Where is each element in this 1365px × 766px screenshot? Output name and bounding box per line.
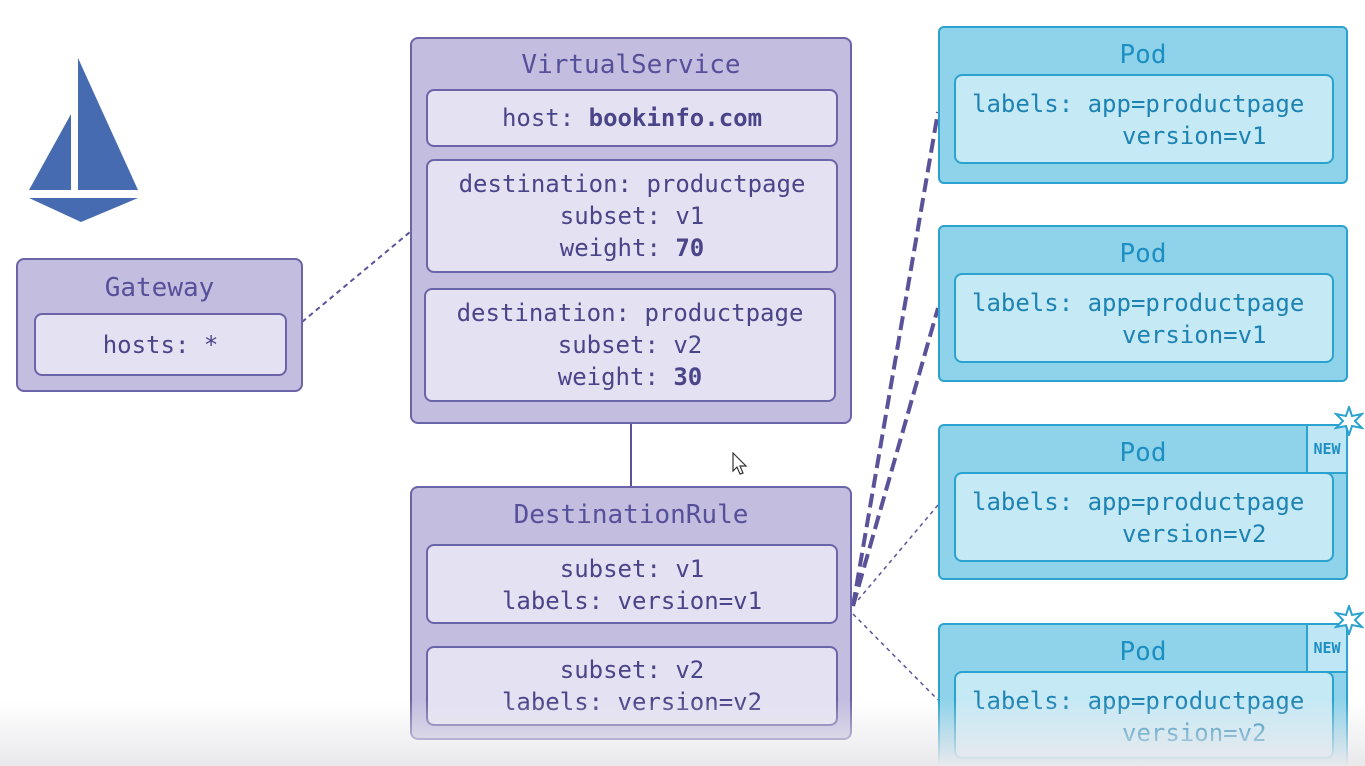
virtualservice-host-text: host: bookinfo.com: [501, 104, 763, 132]
pod-2: Pod labels: app=productpage version=v1: [938, 225, 1348, 382]
route-subset: subset: v2: [557, 331, 703, 359]
istio-logo-icon: [29, 58, 138, 222]
starburst-icon: [1334, 605, 1364, 635]
pod-title: Pod: [1119, 239, 1167, 269]
pod-app-label: labels: app=productpage: [972, 687, 1305, 715]
subset-labels: labels: version=v2: [501, 688, 763, 716]
gateway-to-virtualservice-line: [301, 231, 411, 323]
virtualservice-host-field: host: bookinfo.com: [426, 89, 838, 147]
new-badge: NEW: [1306, 424, 1348, 474]
route-subset: subset: v1: [559, 202, 705, 230]
virtualservice-title: VirtualService: [521, 50, 741, 80]
pod-version-label: version=v2: [1122, 520, 1267, 548]
pod-title: Pod: [1119, 438, 1167, 468]
pod-title: Pod: [1119, 40, 1167, 70]
pod-version-label: version=v1: [1122, 321, 1267, 349]
virtualservice-route-v1: destination: productpage subset: v1 weig…: [426, 159, 838, 273]
subset-name: subset: v2: [559, 656, 705, 684]
pod-app-label: labels: app=productpage: [972, 289, 1305, 317]
pod-app-label: labels: app=productpage: [972, 488, 1305, 516]
mouse-cursor-icon: [732, 452, 748, 475]
virtualservice-host-value: bookinfo.com: [588, 104, 763, 132]
destinationrule-box: DestinationRule subset: v1 labels: versi…: [410, 486, 852, 740]
gateway-box: Gateway hosts: *: [16, 258, 303, 392]
route-weight-value: 30: [673, 363, 703, 391]
route-weight: weight: 70: [559, 234, 705, 262]
pod-title: Pod: [1119, 637, 1167, 667]
pod-app-label: labels: app=productpage: [972, 90, 1305, 118]
destinationrule-to-pod-2-line: [851, 307, 940, 607]
destinationrule-subset-v2: subset: v2 labels: version=v2: [426, 646, 838, 726]
pod-labels-field: labels: app=productpage version=v1: [954, 74, 1334, 164]
starburst-icon: [1334, 406, 1364, 436]
subset-labels: labels: version=v1: [501, 587, 763, 615]
pod-4: Pod NEW labels: app=productpage version=…: [938, 605, 1364, 766]
pod-version-label: version=v1: [1122, 122, 1267, 150]
subset-name: subset: v1: [559, 555, 705, 583]
pod-labels-field: labels: app=productpage version=v2: [954, 472, 1334, 562]
pod-1: Pod labels: app=productpage version=v1: [938, 26, 1348, 184]
route-weight-value: 70: [675, 234, 705, 262]
destinationrule-to-pod-3-line: [852, 504, 939, 607]
route-destination: destination: productpage: [456, 299, 804, 327]
destinationrule-to-pod-1-line: [851, 111, 940, 607]
pod-3: Pod NEW labels: app=productpage version=…: [938, 406, 1364, 580]
route-destination: destination: productpage: [458, 170, 806, 198]
pod-version-label: version=v2: [1122, 719, 1267, 747]
pod-labels-field: labels: app=productpage version=v1: [954, 273, 1334, 363]
virtualservice-route-v2: destination: productpage subset: v2 weig…: [424, 288, 836, 402]
gateway-title: Gateway: [104, 273, 215, 303]
pod-labels-field: labels: app=productpage version=v2: [954, 671, 1334, 759]
gateway-hosts-text: hosts: *: [102, 331, 219, 359]
destinationrule-subset-v1: subset: v1 labels: version=v1: [426, 544, 838, 624]
destinationrule-to-pod-4-line: [852, 613, 939, 701]
destinationrule-title: DestinationRule: [513, 500, 749, 530]
gateway-hosts-field: hosts: *: [34, 313, 287, 376]
route-weight: weight: 30: [557, 363, 703, 391]
virtualservice-box: VirtualService host: bookinfo.com destin…: [410, 37, 852, 424]
